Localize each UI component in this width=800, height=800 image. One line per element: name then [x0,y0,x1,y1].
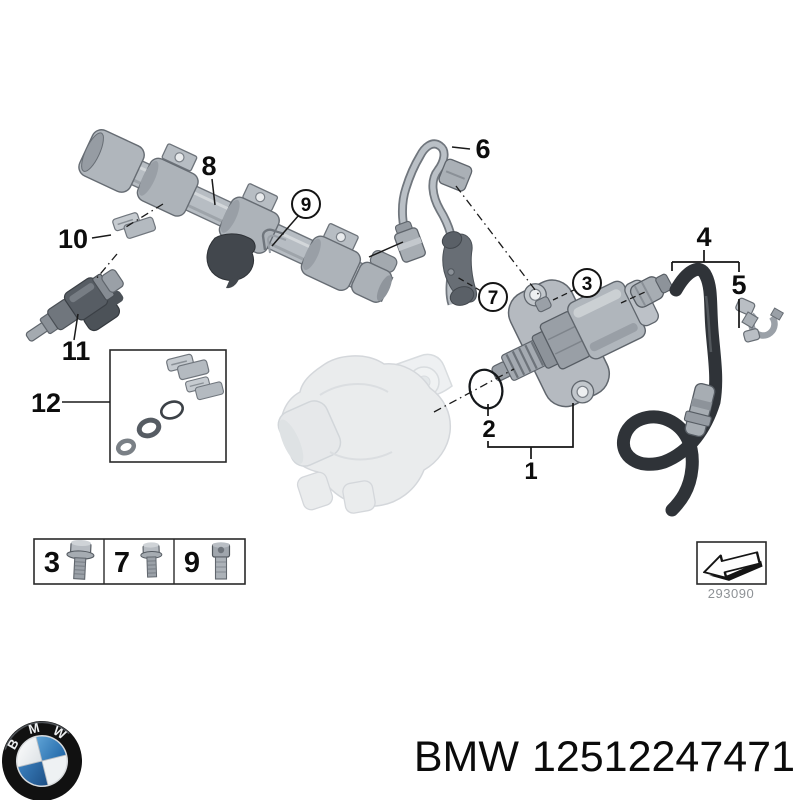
clamp-5-drawing [735,297,785,343]
callout-9: 9 [291,189,321,219]
callout-1: 1 [524,458,537,485]
seal-kit-box [109,349,227,463]
svg-text:9: 9 [301,195,312,216]
union-nut-drawing [394,220,426,263]
svg-text:1: 1 [524,458,537,485]
line-clamp-block-drawing [438,158,473,192]
line-bracket-drawing [441,231,477,306]
svg-text:12: 12 [31,388,61,418]
callout-6: 6 [475,134,490,164]
drawing-number: 293090 [708,586,754,601]
fuel-line-drawing [394,139,477,306]
svg-text:8: 8 [201,151,216,181]
svg-text:5: 5 [731,270,746,300]
hose-fitting-drawing [629,273,673,308]
part-number-value: 12512247471 [532,733,795,781]
fastener-table: 3 7 9 [33,538,246,585]
logo-letter-m: M [27,720,41,737]
securing-clip-drawing [261,228,287,254]
callout-3: 3 [572,268,602,298]
ghost-housing-drawing [277,353,453,514]
clamp-10-drawing [111,207,157,243]
bolt-7-icon [140,542,163,578]
fuel-hose-drawing [616,263,723,517]
callout-8: 8 [201,151,216,181]
brand-text: BMW [414,733,520,781]
svg-text:4: 4 [696,222,711,252]
fastener-num-9: 9 [184,547,200,579]
callout-4: 4 [671,222,740,272]
callout-11: 11 [62,336,91,366]
svg-text:3: 3 [582,274,593,295]
fuel-rail-drawing [78,129,398,303]
svg-text:7: 7 [488,288,499,309]
svg-text:2: 2 [482,416,495,443]
direction-arrow-icon [702,551,763,581]
svg-text:11: 11 [62,336,91,366]
hose-connector-drawing [683,382,716,438]
rail-damper-drawing [206,233,256,281]
callout-5: 5 [731,270,747,328]
direction-box: 293090 [696,541,767,601]
injector-drawing [25,269,124,342]
callout-12: 12 [31,388,61,418]
bmw-logo: B M W [2,720,82,800]
callout-2: 2 [482,403,574,459]
leader-lines [62,146,646,413]
fastener-num-7: 7 [114,547,130,579]
callout-7: 7 [478,282,508,312]
pump-drawing [491,279,671,408]
o-ring-drawing [468,368,504,410]
bolt-9-icon [211,542,231,580]
svg-text:10: 10 [58,224,88,254]
callout-10: 10 [58,224,88,254]
bolt-3-icon [66,539,95,580]
svg-text:6: 6 [475,134,490,164]
fastener-num-3: 3 [44,547,60,579]
